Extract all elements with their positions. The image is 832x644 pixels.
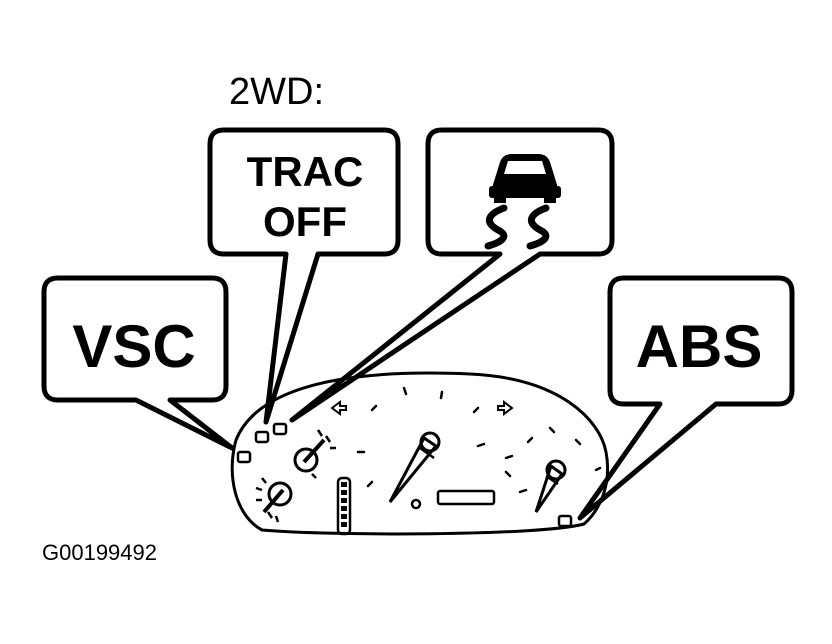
- fuel-gauge-hub: [267, 481, 293, 507]
- drivetrain-heading: 2WD:: [229, 71, 324, 113]
- odometer-display: [436, 489, 496, 506]
- gear-position-marks: [341, 482, 347, 527]
- trip-reset-knob: [410, 498, 422, 510]
- fuel-gauge-needle: [262, 488, 285, 514]
- trac-off-callout-box: [207, 127, 401, 425]
- cluster-tick-marks: [356, 386, 602, 494]
- abs-lamp: [557, 514, 573, 528]
- turn-right-indicator: [497, 400, 514, 416]
- vsc-lamp: [236, 450, 252, 464]
- slip-lamp: [272, 422, 288, 436]
- abs-label: ABS: [635, 313, 763, 380]
- fuel-gauge-ticks: [255, 477, 280, 523]
- vsc-callout-box: [41, 275, 235, 451]
- instrument-cluster: [230, 371, 610, 536]
- temp-gauge-ticks: [311, 429, 336, 479]
- figure-code: G00199492: [42, 540, 157, 565]
- gear-position-indicator: [336, 476, 352, 536]
- temp-gauge-hub: [293, 447, 319, 473]
- tachometer-hub: [545, 459, 567, 481]
- vsc-label: VSC: [72, 313, 196, 380]
- tachometer-needle: [534, 463, 565, 513]
- trac-off-label-line1: TRAC: [246, 148, 364, 195]
- abs-callout-box: [577, 275, 795, 521]
- speedometer-needle: [388, 435, 439, 503]
- turn-left-indicator: [330, 400, 347, 416]
- trac-off-lamp: [254, 430, 270, 444]
- slip-callout-box: [289, 127, 615, 423]
- slip-indicator-icon: [484, 154, 561, 250]
- trac-off-label-line2: OFF: [263, 198, 347, 245]
- temp-gauge-needle: [302, 438, 326, 464]
